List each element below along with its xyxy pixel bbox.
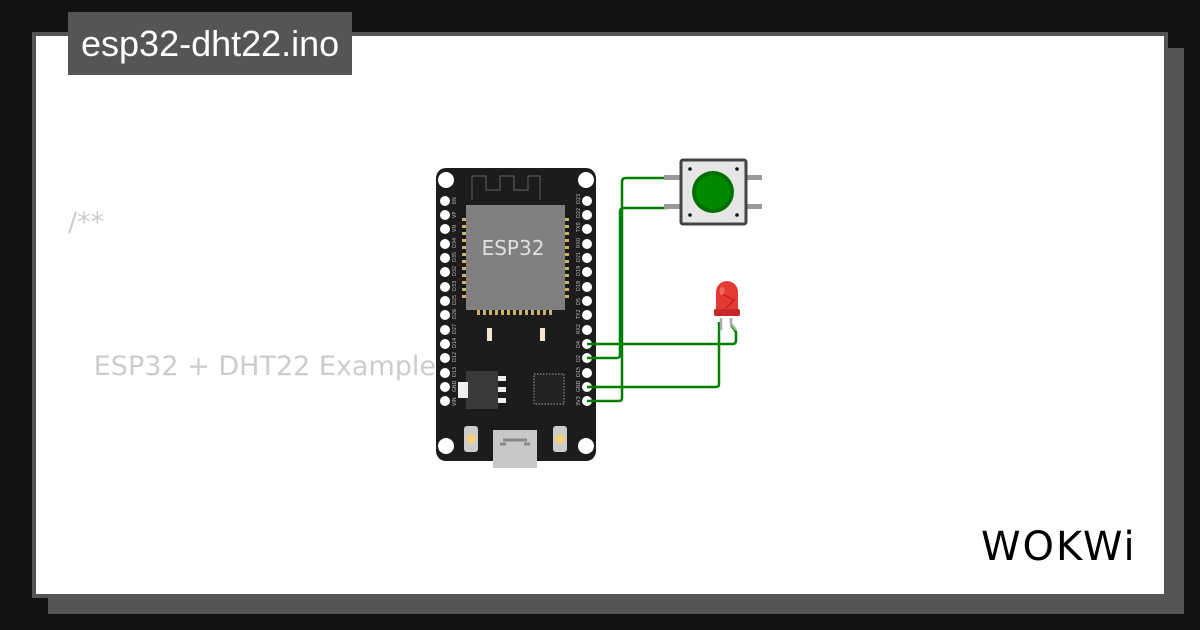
- pin-label: D21: [576, 252, 582, 262]
- pin-label: VN: [452, 225, 458, 232]
- pin-label: D12: [452, 352, 458, 362]
- pin-label: D19: [576, 266, 582, 276]
- esp32-board[interactable]: ESP32: [436, 168, 596, 468]
- esp32-chip-label: ESP32: [482, 236, 545, 260]
- code-line: /**: [68, 206, 105, 238]
- pin-label: RX2: [576, 324, 582, 334]
- red-led[interactable]: [714, 281, 740, 331]
- pin-label: D18: [576, 281, 582, 291]
- pin-label: D27: [452, 324, 458, 334]
- pin-label: TX0: [576, 222, 582, 233]
- pin-label: D34: [452, 238, 458, 248]
- pin-label: D25: [452, 295, 458, 305]
- wires[interactable]: [587, 176, 738, 403]
- pin-label: D13: [452, 367, 458, 377]
- pin-label: 3V3: [576, 396, 582, 406]
- pin-label: D23: [576, 194, 582, 204]
- pin-label: D5: [576, 298, 582, 305]
- pin-label: D35: [452, 252, 458, 262]
- pin-label: RX0: [576, 238, 582, 248]
- pin-label: TX2: [576, 309, 582, 320]
- pin-label: VP: [452, 212, 458, 218]
- pin-label: D2: [576, 355, 582, 362]
- pin-label: D15: [576, 367, 582, 377]
- pin-label: D14: [452, 338, 458, 348]
- pin-label: D32: [452, 266, 458, 276]
- pin-label: GND: [576, 380, 582, 392]
- pin-label: EN: [452, 197, 458, 204]
- circuit-diagram: ESP32: [436, 158, 762, 468]
- preview-card: /** ESP32 + DHT22 Example for Wokwi http…: [32, 32, 1168, 598]
- push-button[interactable]: [664, 158, 762, 226]
- pin-label: VIN: [452, 397, 458, 406]
- wokwi-logo: WOKWi: [981, 524, 1137, 570]
- pin-label: D4: [576, 341, 582, 348]
- pin-label: D26: [452, 309, 458, 319]
- pin-label: D33: [452, 281, 458, 291]
- file-title: esp32-dht22.ino: [68, 12, 353, 75]
- pin-label: GND: [452, 380, 458, 392]
- pin-label: D22: [576, 208, 582, 218]
